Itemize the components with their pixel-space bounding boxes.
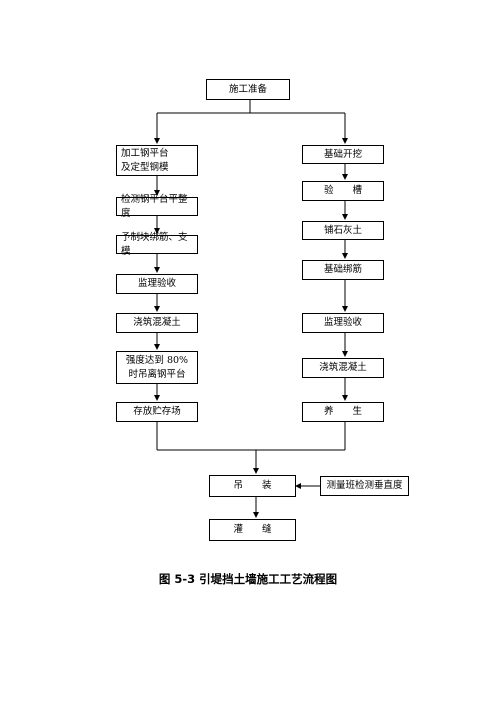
left-step-7: 存放贮存场 bbox=[116, 402, 198, 422]
left-step-3: 予制块绑筋、支模 bbox=[116, 232, 198, 257]
right-step-3: 铺石灰土 bbox=[302, 221, 384, 240]
left-step-1: 加工钢平台 及定型钢模 bbox=[116, 145, 198, 176]
step-start: 施工准备 bbox=[206, 79, 290, 100]
right-step-5: 监理验收 bbox=[302, 313, 384, 333]
final-step: 灌 缝 bbox=[209, 519, 296, 541]
figure-caption: 图 5-3 引堤挡土墙施工工艺流程图 bbox=[158, 572, 338, 586]
left-step-6: 强度达到 80% 时吊离钢平台 bbox=[116, 351, 198, 384]
right-step-6: 浇筑混凝土 bbox=[302, 358, 384, 378]
right-step-7: 养 生 bbox=[302, 402, 384, 422]
right-step-2: 验 槽 bbox=[302, 181, 384, 201]
left-step-4: 监理验收 bbox=[116, 274, 198, 294]
left-step-5: 浇筑混凝土 bbox=[116, 313, 198, 333]
side-check-step: 测量班检测垂直度 bbox=[320, 476, 409, 496]
right-step-1: 基础开挖 bbox=[302, 145, 384, 164]
merge-step: 吊 装 bbox=[209, 475, 296, 497]
right-step-4: 基础绑筋 bbox=[302, 260, 384, 280]
left-step-2: 检测钢平台平整度 bbox=[116, 194, 198, 219]
